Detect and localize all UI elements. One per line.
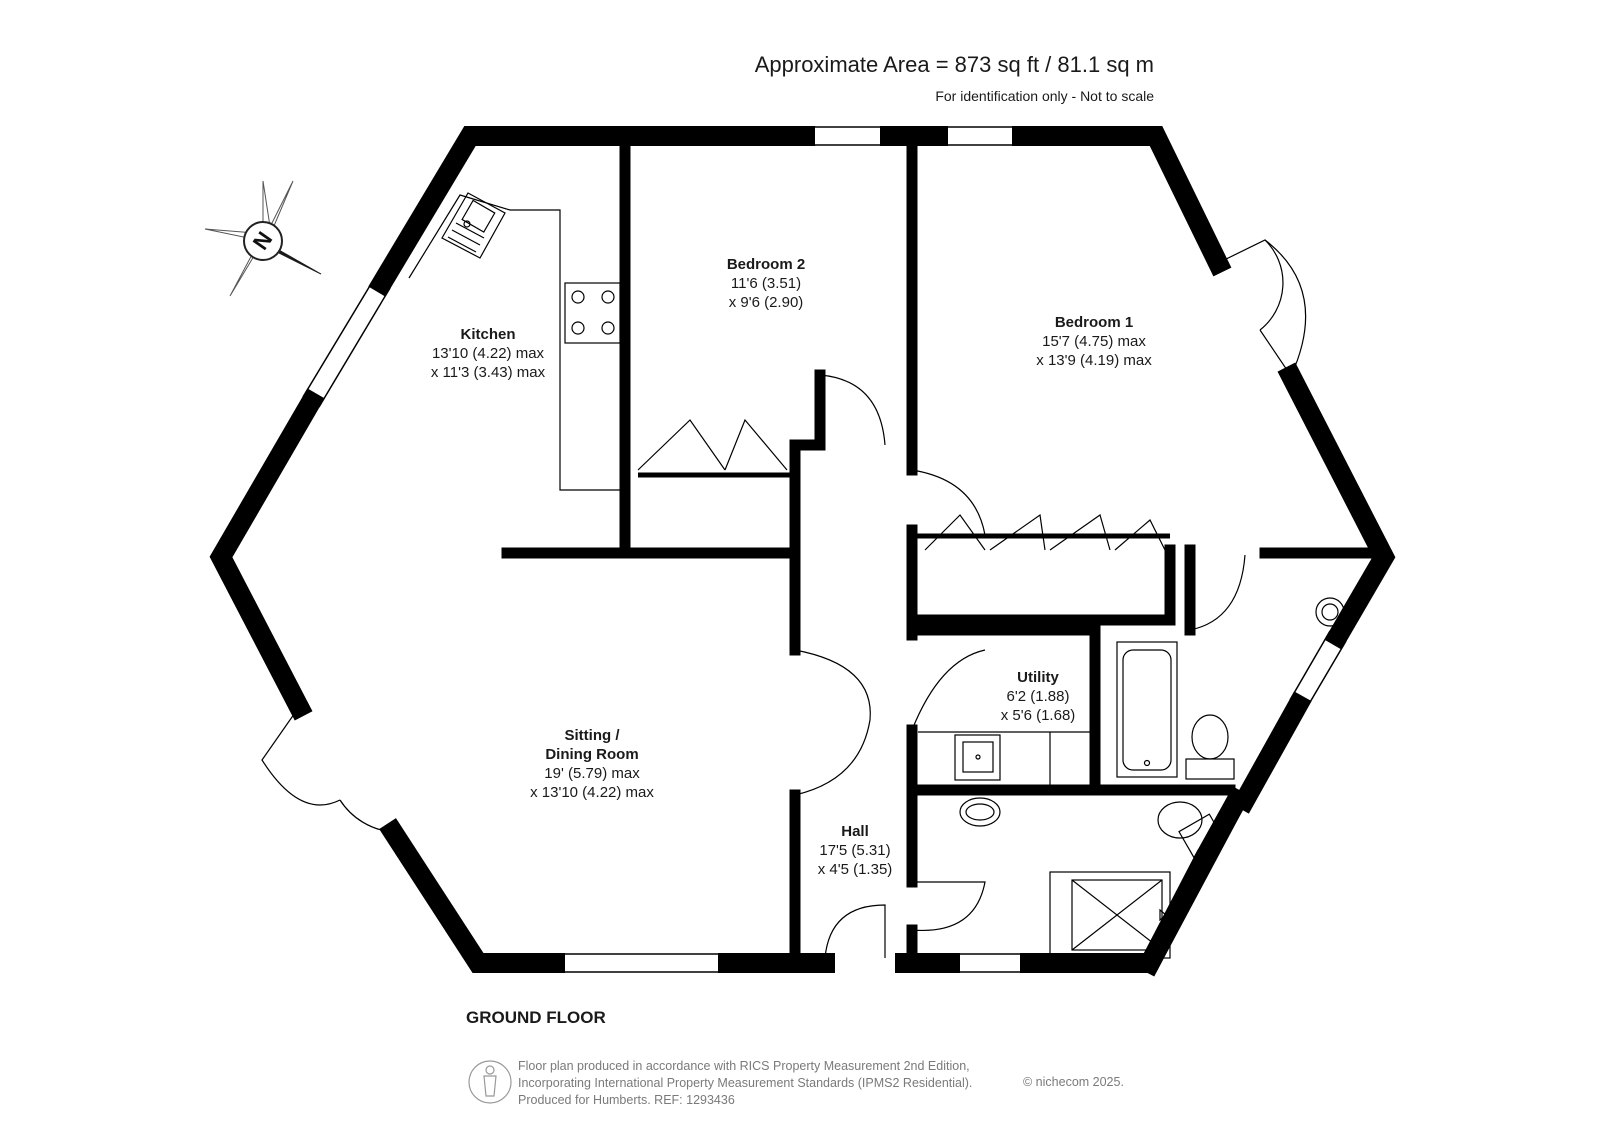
footer-line-2: Incorporating International Property Mea… (518, 1076, 973, 1090)
room-label-kitchen: Kitchen 13'10 (4.22) max x 11'3 (3.43) m… (430, 326, 546, 381)
bathtub-icon (1116, 641, 1178, 778)
room-label-hall: Hall 17'5 (5.31) x 4'5 (1.35) (817, 823, 893, 878)
identification-note: For identification only - Not to scale (935, 88, 1154, 104)
footer-notes: Floor plan produced in accordance with R… (518, 1058, 972, 1109)
room-label-sitting-dining: Sitting / Dining Room 19' (5.79) max x 1… (530, 727, 654, 801)
floor-label: GROUND FLOOR (466, 1008, 606, 1027)
rics-logo-icon (468, 1060, 512, 1104)
copyright: © nichecom 2025. (1023, 1075, 1124, 1089)
toilet-icon (1185, 597, 1345, 780)
room-label-bedroom-2: Bedroom 2 11'6 (3.51) x 9'6 (2.90) (726, 256, 806, 311)
footer-line-1: Floor plan produced in accordance with R… (518, 1059, 970, 1073)
doors (261, 239, 1307, 959)
approximate-area: Approximate Area = 873 sq ft / 81.1 sq m (754, 52, 1154, 77)
utility-worktop (918, 731, 1090, 785)
kitchen-worktop (408, 194, 621, 491)
footer-line-3: Produced for Humberts. REF: 1293436 (518, 1093, 735, 1107)
outer-walls (209, 126, 1396, 973)
kitchen-sink-icon (441, 192, 506, 259)
windows (302, 126, 1347, 973)
shower-room-fittings (959, 797, 1226, 959)
room-label-bedroom-1: Bedroom 1 15'7 (4.75) max x 13'9 (4.19) … (1036, 314, 1152, 369)
north-arrow-icon: N (204, 180, 322, 297)
interior-walls (501, 136, 1386, 964)
room-label-utility: Utility 6'2 (1.88) x 5'6 (1.68) (1000, 669, 1076, 724)
